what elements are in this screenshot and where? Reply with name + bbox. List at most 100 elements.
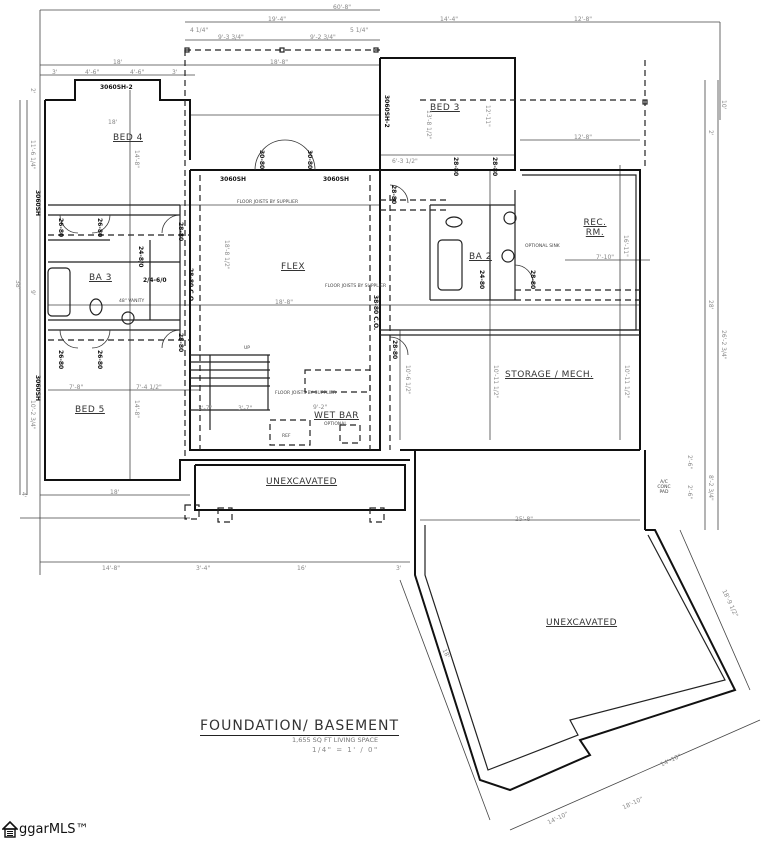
room-label-storage-mech: STORAGE / MECH. <box>505 370 594 380</box>
dim-text: 4 1/4" <box>190 27 209 34</box>
joist-note: FLOOR JOISTS BY SUPPLIER <box>237 200 299 205</box>
door-swings <box>59 139 534 356</box>
dim-text: 10' <box>720 100 727 110</box>
dim-text: 9'-3 3/4" <box>218 34 244 41</box>
dim-text: 12'-11" <box>484 105 491 127</box>
room-label-flex: FLEX <box>281 262 306 272</box>
door-tag: 2/4-6/0 <box>143 277 167 284</box>
dim-text: 19'-4" <box>268 16 287 23</box>
dim-text: 14'-8" <box>133 400 140 419</box>
room-label-bed-3: BED 3 <box>430 103 460 113</box>
door-tag: 30-80 <box>258 150 265 170</box>
door-tag: 38-80 C.O. <box>372 295 379 331</box>
door-tag: 28-80 <box>452 157 459 177</box>
vanity-note: 48" VANITY <box>119 299 145 304</box>
dim-text: 8'-2 3/4" <box>707 475 714 501</box>
dim-text: 3' <box>52 69 58 76</box>
window-tag: 3060SH <box>34 190 41 217</box>
ref-note: REF <box>282 434 291 439</box>
room-label-bed-4: BED 4 <box>113 133 143 143</box>
door-tag: 28-80 <box>177 222 184 242</box>
mls-brand-text: ggarMLS™ <box>19 821 89 837</box>
door-tag: 24-8/0 <box>137 246 144 268</box>
door-tag: 28-80 <box>177 333 184 353</box>
dim-text: 16'-11" <box>622 235 629 257</box>
dim-text: 3' <box>172 69 178 76</box>
joist-note: FLOOR JOISTS BY SUPPLIER <box>325 284 387 289</box>
door-tag: 26-80 <box>57 218 64 238</box>
stairs <box>190 354 361 446</box>
ac-pad-note: A/C CONC PAD <box>657 480 671 495</box>
dim-text: 10'-2 3/4" <box>29 400 36 430</box>
dim-text: 16' <box>297 565 307 572</box>
door-tag: 24-80 <box>478 270 485 290</box>
mls-watermark: ggarMLS™ <box>1 820 89 838</box>
dim-text: 9' <box>29 290 36 296</box>
dim-text: 28' <box>707 300 714 310</box>
dim-text: 12'-8" <box>574 134 593 141</box>
exterior-walls <box>44 57 646 530</box>
dim-text: 14'-4" <box>440 16 459 23</box>
dim-text: 6'-3 1/2" <box>392 158 418 165</box>
dim-text: 18'-8 1/2" <box>223 240 230 270</box>
dim-text: 3'-7" <box>238 405 253 412</box>
joist-note: FLOOR JOISTS BY SUPPLIER <box>275 391 337 396</box>
unexcavated-angled-walls <box>399 520 761 831</box>
dim-text: 10'-11 1/2" <box>623 365 630 399</box>
interior-walls <box>48 190 640 340</box>
dim-text: 2' <box>707 130 714 136</box>
stair-up-note: UP <box>244 346 251 351</box>
dim-text: 18' <box>110 489 120 496</box>
door-tag: 30-80 <box>306 150 313 170</box>
optional-sink-note: OPTIONAL SINK <box>525 244 560 249</box>
dim-text: 9'-2 3/4" <box>310 34 336 41</box>
plan-subtitle: 1,655 SQ FT LIVING SPACE <box>292 736 379 744</box>
dim-text: 2'-6" <box>686 485 693 500</box>
dim-text: 4'-6" <box>85 69 100 76</box>
dim-text: 5 1/4" <box>350 27 369 34</box>
door-tag: 28-80 C.O. <box>187 268 194 304</box>
dim-text: 3' <box>396 565 402 572</box>
dashed-beams <box>48 49 646 460</box>
window-tag: 3060SH-2 <box>383 95 390 128</box>
dim-text: 2' <box>29 88 36 94</box>
window-tag: 3060SH <box>220 176 247 183</box>
dim-text: 18' <box>108 119 118 126</box>
dim-text: 2'-6" <box>686 455 693 470</box>
window-tag: 3060SH <box>34 375 41 402</box>
room-label-wet-bar: WET BAR <box>314 411 360 421</box>
dimension-lines <box>19 9 721 575</box>
dim-text: 13'-8 1/2" <box>425 110 432 140</box>
door-tag: 28-80 <box>390 185 397 205</box>
dim-text: 3'-4" <box>196 565 211 572</box>
window-tag: 3060SH-2 <box>100 84 133 91</box>
plan-title: FOUNDATION/ BASEMENT <box>200 718 400 736</box>
room-label-rec-rm: REC. RM. <box>583 218 607 238</box>
room-label-ba-2: BA 2 <box>469 252 492 262</box>
room-label-unexcavated-1: UNEXCAVATED <box>266 477 338 487</box>
room-label-unexcavated-2: UNEXCAVATED <box>546 618 618 628</box>
plan-scale: 1/4" = 1' / 0" <box>312 746 379 754</box>
dim-text: 4'-6" <box>130 69 145 76</box>
dim-text: 10'-6 1/2" <box>404 365 411 395</box>
door-tag: 28-80 <box>491 157 498 177</box>
door-tag: 26-80 <box>57 350 64 370</box>
door-tag: 26-80 <box>96 218 103 238</box>
dim-text: 25'-8" <box>515 516 534 523</box>
dim-text: 7'-4 1/2" <box>136 384 162 391</box>
dim-text: 7'-8" <box>69 384 84 391</box>
dim-text: 11'-6 1/4" <box>29 140 36 170</box>
dim-text: 9'-2" <box>313 404 328 411</box>
door-tag: 26-80 <box>96 350 103 370</box>
dim-text: 18'-8" <box>270 59 289 66</box>
dim-text: 60'-8" <box>333 4 352 11</box>
dim-text: 7'-10" <box>596 254 615 261</box>
dim-text: 14'-8" <box>133 150 140 169</box>
window-tag: 3060SH <box>323 176 350 183</box>
dim-text: 10'-11 1/2" <box>492 365 499 399</box>
dim-text: 38' <box>14 280 21 290</box>
dim-text: 3'-7" <box>198 405 213 412</box>
house-icon <box>1 820 19 838</box>
